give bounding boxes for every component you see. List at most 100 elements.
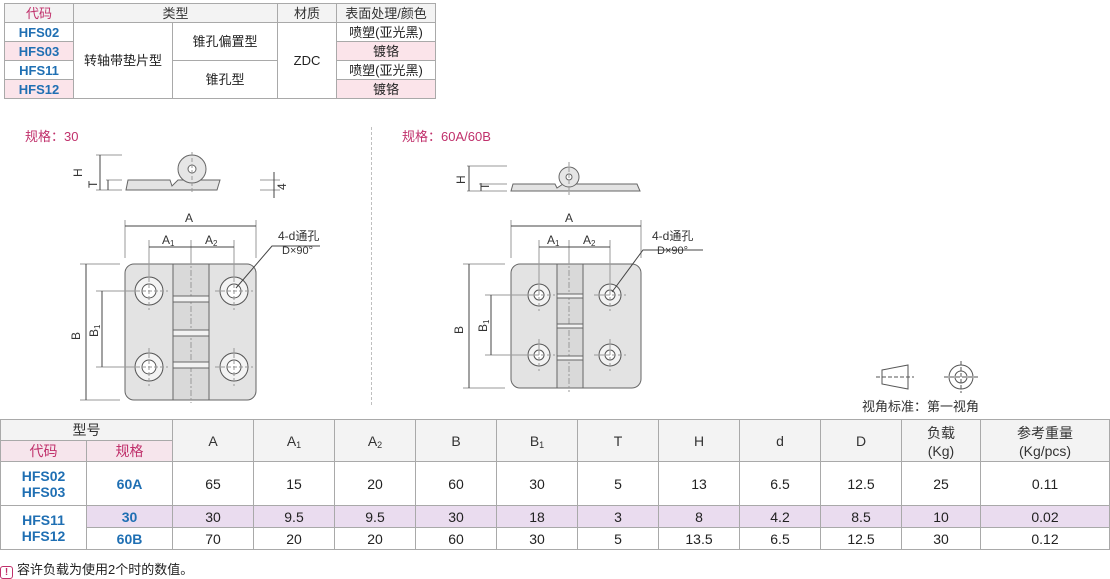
warning-icon: ! (0, 566, 13, 579)
finish-hfs12: 镀铬 (336, 79, 436, 99)
type-table: 代码 类型 材质 表面处理/颜色 HFS02 转轴带垫片型 锥孔偏置型 ZDC … (4, 3, 436, 99)
material: ZDC (277, 22, 337, 99)
dim-label-A-60: A (565, 211, 573, 225)
header-code-col: 代码 (0, 440, 87, 462)
cell: 20 (334, 527, 416, 550)
hole-label-2-60: D×90° (657, 245, 688, 257)
header-load: 负载(Kg) (901, 419, 981, 462)
header-col-a1: A1 (253, 419, 335, 462)
section-divider (371, 127, 372, 405)
hole-label-1: 4-d通孔 (278, 229, 319, 243)
cell: 5 (577, 527, 659, 550)
footnote-text: 容许负载为使用2个时的数值。 (17, 562, 194, 577)
cell: 20 (334, 461, 416, 506)
spec-60a: 60A (86, 461, 173, 506)
header-model: 型号 (0, 419, 173, 441)
header-col-a2: A2 (334, 419, 416, 462)
spec-label-30: 规格：30 (25, 129, 79, 144)
view-standard-label: 视角标准：第一视角 (862, 399, 980, 414)
cell: 13 (658, 461, 740, 506)
cell: 3 (577, 505, 659, 528)
dim-label-T-60: T (478, 182, 492, 190)
hole-label-1-60: 4-d通孔 (652, 229, 693, 243)
header-col-t: T (577, 419, 659, 462)
finish-hfs11: 喷塑(亚光黑) (336, 60, 436, 80)
cell: 20 (253, 527, 335, 550)
header-spec-col: 规格 (86, 440, 173, 462)
cell: 30 (901, 527, 981, 550)
dim-label-4: 4 (275, 183, 289, 190)
subtype-offset: 锥孔偏置型 (172, 22, 278, 61)
cell: 9.5 (334, 505, 416, 528)
header-col-h: H (658, 419, 740, 462)
spec-30: 30 (86, 505, 173, 528)
cell: 5 (577, 461, 659, 506)
subtype-taper: 锥孔型 (172, 60, 278, 99)
cell: 25 (901, 461, 981, 506)
drawing-spec-30: A A1 A2 B B1 H T 4 4-d通孔 D×90° (69, 152, 320, 403)
code-hfs12: HFS12 (4, 79, 74, 99)
header-finish: 表面处理/颜色 (336, 3, 436, 23)
cell: 4.2 (739, 505, 821, 528)
dim-label-A2-60: A2 (583, 233, 596, 248)
cell: 10 (901, 505, 981, 528)
type-main: 转轴带垫片型 (73, 22, 173, 99)
finish-hfs03: 镀铬 (336, 41, 436, 61)
cell: 18 (496, 505, 578, 528)
hole-label-2: D×90° (282, 245, 313, 257)
dim-label-A1-60: A1 (547, 233, 560, 248)
header-col-b1: B1 (496, 419, 578, 462)
spec-60b: 60B (86, 527, 173, 550)
cell: 60 (415, 527, 497, 550)
header-material: 材质 (277, 3, 337, 23)
cell: 13.5 (658, 527, 740, 550)
dim-label-B: B (69, 332, 83, 340)
cell: 70 (172, 527, 254, 550)
header-col-d: d (739, 419, 821, 462)
dim-label-B1-60: B1 (476, 319, 491, 332)
cell: 6.5 (739, 461, 821, 506)
header-weight: 参考重量(Kg/pcs) (980, 419, 1110, 462)
cell: 0.11 (980, 461, 1110, 506)
header-col-a: A (172, 419, 254, 462)
cell: 65 (172, 461, 254, 506)
dim-label-B-60: B (452, 326, 466, 334)
first-angle-projection-icon (876, 361, 978, 393)
code-hfs03: HFS03 (4, 41, 74, 61)
dim-label-H: H (71, 168, 85, 177)
cell: 8 (658, 505, 740, 528)
cell: 0.02 (980, 505, 1110, 528)
cell: 8.5 (820, 505, 902, 528)
dim-label-A2: A2 (205, 233, 218, 248)
cell: 9.5 (253, 505, 335, 528)
code-hfs02: HFS02 (4, 22, 74, 42)
dim-label-A: A (185, 211, 193, 225)
code-hfs11: HFS11 (4, 60, 74, 80)
cell: 6.5 (739, 527, 821, 550)
spec-label-60: 规格：60A/60B (402, 129, 491, 144)
cell: 60 (415, 461, 497, 506)
cell: 30 (496, 527, 578, 550)
header-col-dd: D (820, 419, 902, 462)
cell: 30 (172, 505, 254, 528)
cell: 12.5 (820, 527, 902, 550)
header-type: 类型 (73, 3, 278, 23)
dim-label-H-60: H (454, 175, 468, 184)
drawing-spec-60: A A1 A2 B B1 H T 4-d通孔 D×90° (452, 162, 703, 392)
table-row: 60B 70 20 20 60 30 5 13.5 6.5 12.5 30 0.… (1, 527, 1110, 550)
cell: 0.12 (980, 527, 1110, 550)
cell: 12.5 (820, 461, 902, 506)
dim-label-T: T (86, 180, 100, 188)
dim-label-A1: A1 (162, 233, 175, 248)
dim-label-B1: B1 (87, 324, 102, 337)
cell: 30 (415, 505, 497, 528)
spec-table: 型号 A A1 A2 B B1 T H d D 负载(Kg) 参考重量(Kg/p… (0, 419, 1110, 550)
finish-hfs02: 喷塑(亚光黑) (336, 22, 436, 42)
header-code: 代码 (4, 3, 74, 23)
header-col-b: B (415, 419, 497, 462)
cell: 30 (496, 461, 578, 506)
footnote: ! 容许负载为使用2个时的数值。 (0, 559, 193, 579)
